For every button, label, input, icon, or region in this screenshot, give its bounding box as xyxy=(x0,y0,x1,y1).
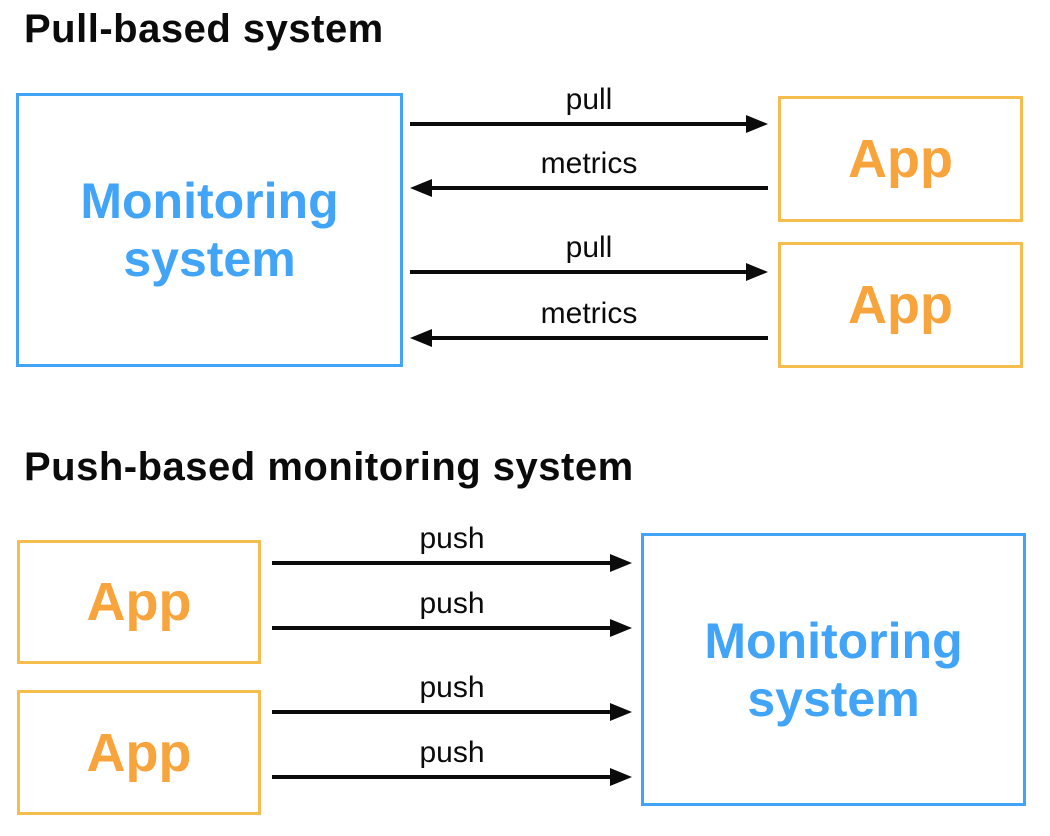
arrow-metrics-1: metrics xyxy=(410,147,768,197)
arrow-right-icon xyxy=(746,263,768,281)
arrow-right-icon xyxy=(610,768,632,786)
arrow-push-4-label: push xyxy=(419,736,485,769)
pull-app-label-1: App xyxy=(848,129,953,189)
push-section-title: Push-based monitoring system xyxy=(24,445,634,489)
arrow-shaft xyxy=(272,775,616,779)
arrow-push-4: push xyxy=(272,736,632,786)
arrow-shaft xyxy=(426,336,768,340)
push-app-box-1: App xyxy=(17,540,261,664)
arrow-right-icon xyxy=(610,703,632,721)
arrow-shaft xyxy=(272,710,616,714)
arrow-push-2: push xyxy=(272,587,632,637)
push-app-box-2: App xyxy=(17,690,261,815)
push-app-label-2: App xyxy=(86,722,192,783)
pull-monitoring-system-box: Monitoring system xyxy=(16,93,403,367)
pull-section-title: Pull-based system xyxy=(24,7,384,51)
arrow-push-2-label: push xyxy=(419,587,485,620)
arrow-shaft xyxy=(272,561,616,565)
push-monitoring-system-box: Monitoring system xyxy=(641,533,1026,806)
arrow-metrics-2-label: metrics xyxy=(540,297,638,330)
arrow-push-1: push xyxy=(272,522,632,572)
arrow-push-3-label: push xyxy=(419,671,485,704)
pull-app-box-1: App xyxy=(778,96,1023,222)
arrow-right-icon xyxy=(610,554,632,572)
arrow-shaft xyxy=(410,122,752,126)
arrow-metrics-1-label: metrics xyxy=(540,147,638,180)
arrow-right-icon xyxy=(610,619,632,637)
arrow-left-icon xyxy=(410,329,432,347)
arrow-pull-1-label: pull xyxy=(565,83,613,116)
arrow-pull-2-label: pull xyxy=(565,231,613,264)
pull-app-label-2: App xyxy=(848,275,953,335)
arrow-shaft xyxy=(426,186,768,190)
push-app-label-1: App xyxy=(86,572,192,632)
arrow-push-1-label: push xyxy=(419,522,485,555)
push-monitoring-system-label: Monitoring system xyxy=(704,612,963,727)
pull-app-box-2: App xyxy=(778,242,1023,368)
arrow-pull-2: pull xyxy=(410,231,768,281)
arrow-right-icon xyxy=(746,115,768,133)
arrow-push-3: push xyxy=(272,671,632,721)
pull-monitoring-system-label: Monitoring system xyxy=(80,173,339,287)
arrow-shaft xyxy=(410,270,752,274)
arrow-left-icon xyxy=(410,179,432,197)
arrow-pull-1: pull xyxy=(410,83,768,133)
arrow-shaft xyxy=(272,626,616,630)
arrow-metrics-2: metrics xyxy=(410,297,768,347)
